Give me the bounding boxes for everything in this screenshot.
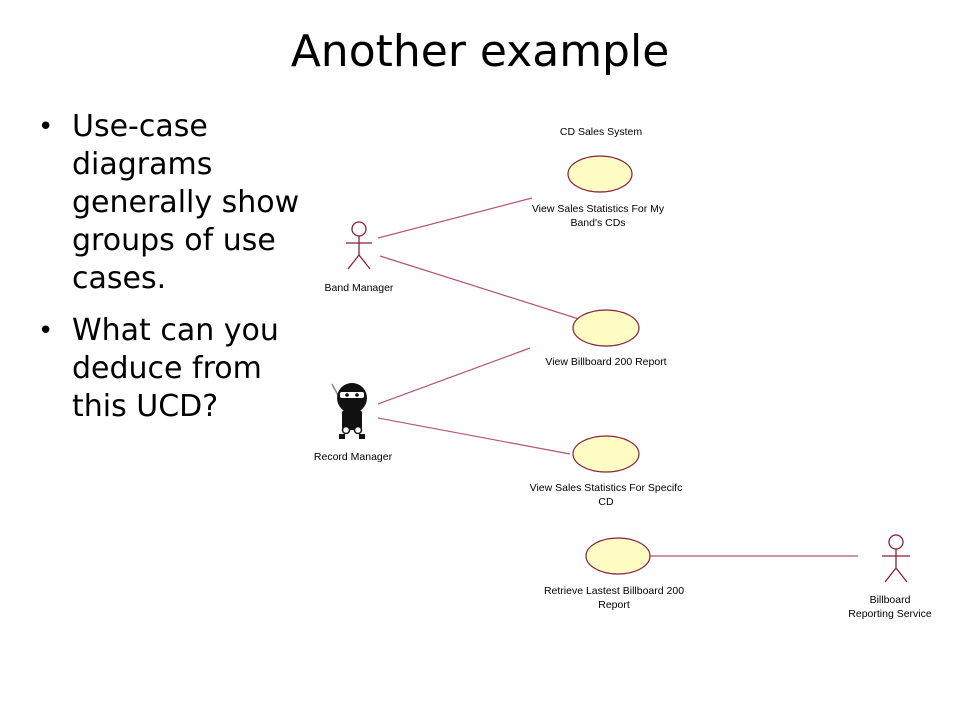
ninja-icon [331, 383, 367, 439]
use-case: Retrieve Lastest Billboard 200 Report [544, 537, 684, 611]
bullet-text: Use-case diagrams generally show groups … [72, 109, 300, 296]
use-case-diagram: CD Sales System View Sales Statistics Fo… [314, 126, 932, 620]
bullet-dot-icon: • [38, 316, 54, 346]
use-case-ellipse [585, 537, 651, 575]
use-case-label: CD [598, 496, 614, 508]
association-line [377, 417, 571, 455]
actor-label: Billboard [870, 594, 911, 606]
bullet-item: • Use-case diagrams generally show group… [34, 108, 304, 298]
actor-record-manager: Record Manager [314, 383, 393, 463]
bullet-item: • What can you deduce from this UCD? [34, 312, 304, 426]
use-case: View Sales Statistics For Specifc CD [530, 435, 683, 508]
association-line [377, 347, 531, 405]
use-case-ellipse [572, 435, 640, 473]
use-case-label: View Sales Statistics For Specifc [530, 482, 683, 494]
association-lines [377, 197, 858, 557]
actor-band-manager: Band Manager [325, 221, 394, 294]
use-case: View Sales Statistics For My Band's CDs [532, 155, 665, 229]
slide-title: Another example [290, 26, 670, 77]
bullet-list: • Use-case diagrams generally show group… [34, 108, 304, 440]
use-case-label: View Sales Statistics For My [532, 203, 665, 215]
actor-label: Reporting Service [848, 608, 932, 620]
actor-label: Record Manager [314, 451, 393, 463]
system-name: CD Sales System [560, 126, 643, 138]
use-case-ellipse [572, 309, 640, 347]
association-line [379, 255, 583, 321]
bullet-dot-icon: • [38, 112, 54, 142]
actor-label: Band Manager [325, 282, 394, 294]
stick-figure-icon [346, 221, 372, 270]
use-case-label: Retrieve Lastest Billboard 200 [544, 585, 684, 597]
association-line [377, 197, 533, 239]
use-case-label: Report [598, 599, 630, 611]
use-case-label: Band's CDs [570, 217, 625, 229]
bullet-text: What can you deduce from this UCD? [72, 313, 279, 424]
use-case: View Billboard 200 Report [545, 309, 667, 368]
use-case-label: View Billboard 200 Report [545, 356, 666, 368]
actor-billboard-reporting-service: Billboard Reporting Service [848, 534, 932, 620]
stick-figure-icon [882, 534, 910, 583]
use-case-ellipse [567, 155, 633, 193]
